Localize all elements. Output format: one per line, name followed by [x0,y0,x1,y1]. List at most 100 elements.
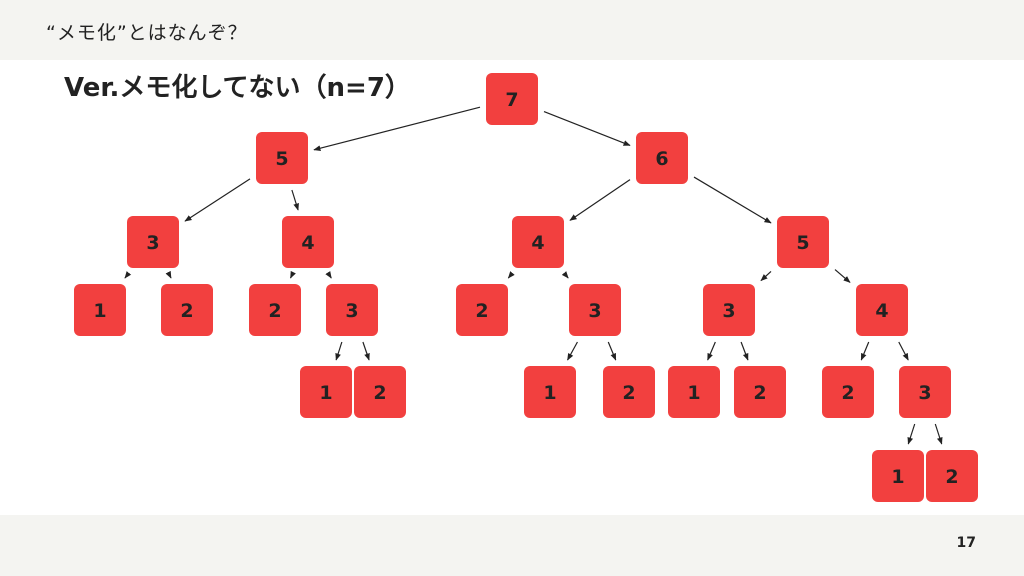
tree-node-n7-6-5-4-2: 2 [822,366,874,418]
node-label: 2 [180,300,193,322]
tree-node-n7: 7 [486,73,538,125]
edge-n7-5-3-to-n7-5-3-1 [124,271,132,279]
node-box [74,284,126,336]
node-box [512,216,564,268]
header-band: “メモ化”とはなんぞ？ [0,0,1024,60]
edge-n7-to-n7-6 [543,111,631,146]
edge-n7-6-4-3-to-n7-6-4-3-1 [567,341,578,361]
node-box [822,366,874,418]
node-label: 2 [268,300,281,322]
tree-node-n7-6-4-2: 2 [456,284,508,336]
node-box [926,450,978,502]
node-label: 1 [543,382,556,404]
node-label: 2 [841,382,854,404]
node-box [899,366,951,418]
tree-node-n7-6-4-3: 3 [569,284,621,336]
tree-node-n7-5-4-3: 3 [326,284,378,336]
node-label: 2 [475,300,488,322]
tree-node-n7-6-5-4-3-1: 1 [872,450,924,502]
edge-n7-6-4-3-to-n7-6-4-3-2 [607,341,617,361]
node-label: 3 [722,300,735,322]
edge-n7-6-5-4-to-n7-6-5-4-3 [898,341,909,361]
node-label: 3 [918,382,931,404]
edge-n7-6-to-n7-6-5 [693,176,772,224]
tree-node-n7-6-5-3-2: 2 [734,366,786,418]
edge-n7-5-4-to-n7-5-4-2 [289,270,296,279]
edge-n7-6-5-3-to-n7-6-5-3-1 [707,341,716,361]
tree-node-n7-6-4-3-2: 2 [603,366,655,418]
node-label: 3 [345,300,358,322]
node-box [249,284,301,336]
tree-node-n7-5-4-2: 2 [249,284,301,336]
node-box [569,284,621,336]
edge-n7-5-3-to-n7-5-3-2 [165,270,172,279]
node-label: 1 [687,382,700,404]
footer-band: 17 [0,515,1024,576]
tree-node-n7-6-4-3-1: 1 [524,366,576,418]
edge-n7-5-4-3-to-n7-5-4-3-1 [335,341,343,361]
tree-node-n7-6-5: 5 [777,216,829,268]
node-label: 3 [146,232,159,254]
node-box [777,216,829,268]
node-label: 7 [505,89,518,111]
node-box [456,284,508,336]
node-label: 2 [373,382,386,404]
node-box [282,216,334,268]
tree-node-n7-5-3: 3 [127,216,179,268]
node-label: 1 [93,300,106,322]
edge-n7-6-5-3-to-n7-6-5-3-2 [740,341,749,361]
node-label: 6 [655,148,668,170]
edge-n7-6-5-to-n7-6-5-3 [760,270,772,282]
slide-title: “メモ化”とはなんぞ？ [46,22,248,44]
node-label: 4 [531,232,544,254]
tree-edges [124,106,943,445]
node-box [127,216,179,268]
tree-node-n7-6-5-3-1: 1 [668,366,720,418]
edge-n7-6-4-to-n7-6-4-3 [561,271,569,279]
node-box [603,366,655,418]
page-number: 17 [956,535,976,551]
node-label: 2 [945,466,958,488]
tree-node-n7-5-3-2: 2 [161,284,213,336]
node-label: 5 [275,148,288,170]
node-box [486,73,538,125]
node-label: 4 [875,300,888,322]
node-label: 5 [796,232,809,254]
node-box [326,284,378,336]
edge-n7-to-n7-5 [313,106,481,151]
node-box [856,284,908,336]
edge-n7-6-5-to-n7-6-5-4 [834,269,851,283]
tree-nodes: 7 5 6 3 4 4 5 1 2 2 3 2 3 3 4 1 2 1 2 1 2 2 3 1 2 [74,73,978,502]
node-box [668,366,720,418]
tree-node-n7-6-4: 4 [512,216,564,268]
edge-n7-6-5-4-to-n7-6-5-4-2 [860,341,870,361]
tree-node-n7-5: 5 [256,132,308,184]
edge-n7-6-5-4-3-to-n7-6-5-4-3-1 [907,423,916,445]
tree-node-n7-5-3-1: 1 [74,284,126,336]
edge-n7-5-4-to-n7-5-4-3 [325,270,332,279]
node-label: 4 [301,232,314,254]
tree-node-n7-5-4-3-2: 2 [354,366,406,418]
tree-node-n7-6-5-4: 4 [856,284,908,336]
edge-n7-6-to-n7-6-4 [569,179,631,221]
node-box [354,366,406,418]
node-label: 1 [319,382,332,404]
node-box [872,450,924,502]
tree-node-n7-5-4-3-1: 1 [300,366,352,418]
node-box [636,132,688,184]
node-label: 2 [753,382,766,404]
tree-node-n7-6-5-3: 3 [703,284,755,336]
edge-n7-5-to-n7-5-3 [184,178,251,222]
node-box [161,284,213,336]
node-label: 3 [588,300,601,322]
node-box [734,366,786,418]
edge-n7-5-to-n7-5-4 [291,189,299,211]
edge-n7-6-4-to-n7-6-4-2 [507,271,515,279]
tree-node-n7-6: 6 [636,132,688,184]
tree-node-n7-6-5-4-3: 3 [899,366,951,418]
node-box [703,284,755,336]
node-label: 1 [891,466,904,488]
slide-subtitle: Ver.メモ化してない（n=7） [64,73,411,103]
edge-n7-6-5-4-3-to-n7-6-5-4-3-2 [934,423,943,445]
